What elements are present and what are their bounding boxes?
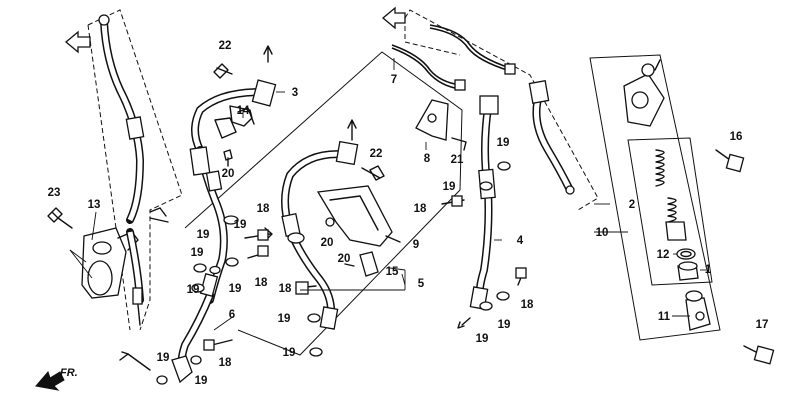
dashed-outline-right	[404, 9, 599, 211]
left-hose-bracket	[81, 227, 139, 299]
bracket-8	[415, 99, 467, 151]
bolts-18-left	[156, 227, 273, 385]
clip-15	[344, 251, 379, 277]
pipe-7	[391, 24, 516, 91]
front-direction-arrow-icon	[35, 371, 65, 391]
circlip-1	[677, 261, 699, 281]
left-brake-hose	[98, 14, 169, 326]
callout-11: 11	[658, 311, 671, 323]
callout-19d: 19	[187, 284, 200, 296]
callout-10: 10	[596, 227, 609, 239]
callout-18a: 18	[257, 203, 270, 215]
callout-22a: 22	[219, 40, 232, 52]
callout-16: 16	[730, 131, 743, 143]
washers-left	[191, 257, 239, 293]
callout-2: 2	[629, 199, 635, 211]
leader-lines	[69, 58, 706, 331]
callout-19j: 19	[497, 137, 510, 149]
callout-19i: 19	[195, 375, 208, 387]
washers-right	[441, 161, 527, 311]
callout-13: 13	[88, 199, 101, 211]
callout-19m: 19	[476, 333, 489, 345]
assembly-outline-master-cylinder	[589, 54, 721, 341]
right-brake-hose	[528, 80, 575, 195]
front-direction-label: FR.	[60, 367, 78, 379]
callout-20b: 20	[321, 237, 334, 249]
bolt-20-upper	[223, 149, 233, 167]
callout-18b: 18	[255, 277, 268, 289]
bolt-22-center	[361, 165, 385, 181]
bolt-17	[743, 345, 775, 365]
callout-labels: 1 2 3 4 5 6 7 8 9 10 11 12 13 14 15 16 1…	[48, 40, 769, 387]
callout-20a: 20	[222, 168, 235, 180]
callout-14: 14	[237, 105, 250, 117]
hose-6	[171, 146, 239, 384]
callout-15: 15	[386, 266, 399, 278]
callout-20c: 20	[338, 253, 351, 265]
piston-spring-2	[655, 149, 687, 241]
callout-3: 3	[292, 87, 298, 99]
direction-arrow-right-icon	[381, 6, 406, 30]
callout-19g: 19	[283, 347, 296, 359]
callout-18c: 18	[279, 283, 292, 295]
callout-19h: 19	[157, 352, 170, 364]
fasteners-center	[295, 281, 323, 357]
callout-18f: 18	[219, 357, 232, 369]
callout-5: 5	[418, 278, 425, 290]
callout-18d: 18	[414, 203, 427, 215]
callout-17: 17	[756, 319, 769, 331]
direction-arrow-left-icon	[64, 30, 91, 54]
callout-18e: 18	[521, 299, 534, 311]
bolt-16	[715, 149, 745, 173]
callout-19c: 19	[191, 247, 204, 259]
callout-19k: 19	[443, 181, 456, 193]
callout-21: 21	[451, 154, 464, 166]
callout-19e: 19	[229, 283, 242, 295]
cup-12	[676, 248, 696, 260]
callout-19b: 19	[234, 219, 247, 231]
callout-19l: 19	[498, 319, 511, 331]
callout-7: 7	[391, 74, 397, 86]
master-cylinder-subbox	[627, 137, 713, 286]
callout-6: 6	[229, 309, 235, 321]
callout-12: 12	[657, 249, 670, 261]
dashed-outline-left	[87, 9, 183, 331]
bracket-9	[316, 185, 401, 247]
assembly-outline-center	[184, 51, 463, 356]
callout-1: 1	[705, 264, 712, 276]
callout-23: 23	[48, 187, 61, 199]
master-cylinder-body	[623, 59, 665, 127]
callout-4: 4	[517, 235, 524, 247]
arrow-small-center-icon	[119, 351, 151, 371]
callout-19a: 19	[197, 229, 210, 241]
callout-19f: 19	[278, 313, 291, 325]
callout-22b: 22	[370, 148, 383, 160]
bolt-23	[47, 207, 73, 229]
callout-8: 8	[424, 153, 431, 165]
callout-9: 9	[413, 239, 419, 251]
hose-3	[191, 45, 277, 154]
joint-11	[685, 290, 711, 331]
hose-4	[457, 95, 499, 329]
hose-5	[281, 119, 359, 330]
